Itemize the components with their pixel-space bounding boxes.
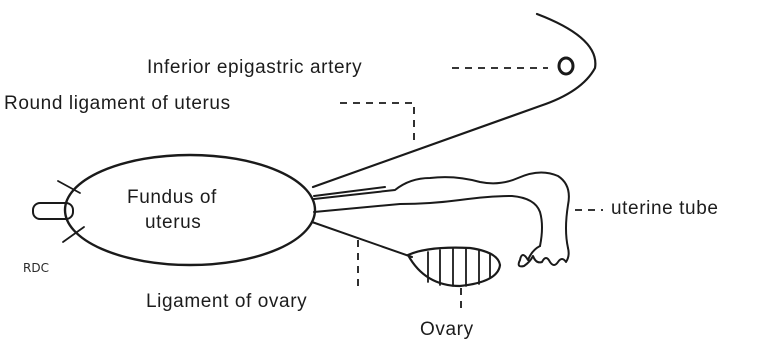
leader-round-ligament: [340, 103, 414, 140]
ligament-of-ovary-line: [312, 222, 412, 257]
fimbriae: [519, 246, 569, 266]
label-ovary: Ovary: [420, 319, 474, 340]
inferior-epigastric-artery-circle: [559, 58, 573, 74]
label-ligament-of-ovary: Ligament of ovary: [146, 291, 307, 312]
artist-signature: RDC: [23, 261, 49, 275]
uterus-body: [65, 155, 315, 265]
label-uterine-tube: uterine tube: [611, 198, 719, 219]
uterine-tube-inner: [314, 196, 542, 246]
label-round-ligament: Round ligament of uterus: [4, 93, 231, 114]
ovary-shape: [408, 248, 500, 286]
abdominal-wall-line: [313, 14, 595, 187]
label-fundus-line2: uterus: [145, 212, 201, 233]
ovary-hatching: [428, 249, 490, 286]
label-inferior-epigastric-artery: Inferior epigastric artery: [147, 57, 362, 78]
label-fundus-line1: Fundus of: [127, 187, 217, 208]
